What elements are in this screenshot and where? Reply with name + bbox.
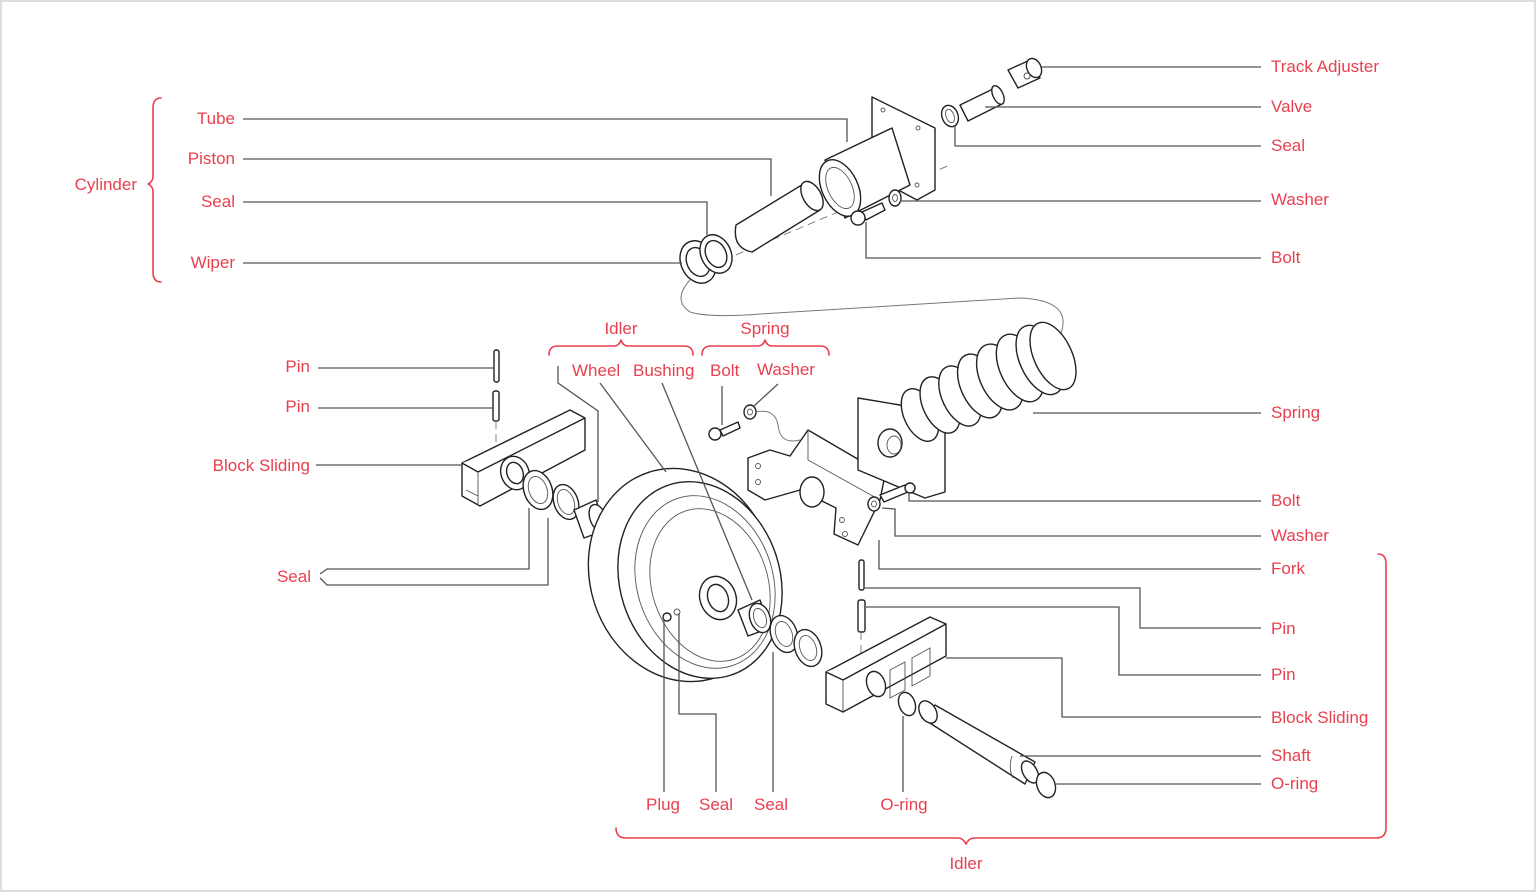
label-pin-left-1[interactable]: Pin — [285, 357, 310, 376]
leader-seal-right — [954, 126, 1261, 147]
group-brackets — [147, 97, 1387, 845]
seal-bottom-1-part — [769, 614, 799, 654]
label-washer-mid[interactable]: Washer — [757, 360, 815, 379]
leader-wheel — [599, 382, 667, 473]
label-seal-bottom-2[interactable]: Seal — [754, 795, 788, 814]
label-group-idler-top[interactable]: Idler — [604, 319, 637, 338]
block-sliding-left-part — [461, 409, 586, 507]
label-cylinder[interactable]: Cylinder — [75, 175, 138, 194]
label-wheel[interactable]: Wheel — [572, 361, 620, 380]
pin-left-1-part — [493, 349, 500, 383]
bracket-cylinder — [147, 97, 162, 283]
leader-piston — [243, 158, 772, 196]
piston-part — [734, 180, 824, 253]
label-pin-left-2[interactable]: Pin — [285, 397, 310, 416]
spring-part — [857, 321, 1077, 499]
label-fork[interactable]: Fork — [1271, 559, 1306, 578]
label-washer-lower-right[interactable]: Washer — [1271, 526, 1329, 545]
label-block-sliding-left[interactable]: Block Sliding — [213, 456, 310, 475]
leader-bolt-lower-right — [908, 493, 1261, 502]
leader-bolt-right — [865, 222, 1261, 259]
label-group-spring-top[interactable]: Spring — [740, 319, 789, 338]
label-spring[interactable]: Spring — [1271, 403, 1320, 422]
label-group-idler-bottom[interactable]: Idler — [949, 854, 982, 873]
oring-right-part — [1035, 771, 1057, 799]
seal-right-part — [940, 104, 960, 128]
label-shaft[interactable]: Shaft — [1271, 746, 1311, 765]
washer-right-part — [888, 189, 902, 207]
label-pin-right-1[interactable]: Pin — [1271, 619, 1296, 638]
leader-fork — [878, 540, 1261, 570]
label-pin-right-2[interactable]: Pin — [1271, 665, 1296, 684]
leader-pin-right-1 — [864, 587, 1261, 629]
tube-part — [818, 96, 936, 219]
shaft-part — [918, 700, 1040, 785]
label-plug[interactable]: Plug — [646, 795, 680, 814]
bolt-lower-right-part — [879, 482, 916, 503]
leader-seal-bottom-1 — [678, 613, 717, 792]
leader-pin-right-2 — [866, 606, 1261, 676]
label-oring-bottom[interactable]: O-ring — [880, 795, 927, 814]
leader-seal-left-a — [319, 508, 530, 575]
fork-part — [747, 429, 886, 546]
leader-lines — [243, 66, 1261, 792]
bolt-mid-part — [708, 421, 741, 441]
seal-bottom-2-part — [793, 628, 823, 668]
bushing-right-part — [737, 599, 772, 637]
pin-right-1-part — [858, 559, 865, 591]
leader-seal-left-b — [319, 518, 549, 586]
seal-left-2-part — [552, 483, 580, 521]
label-piston[interactable]: Piston — [188, 149, 235, 168]
washer-lower-right-part — [867, 496, 881, 512]
label-bolt-lower-right[interactable]: Bolt — [1271, 491, 1301, 510]
leader-washer-mid — [753, 383, 779, 407]
leader-seal-cylinder — [243, 201, 708, 236]
label-seal-left[interactable]: Seal — [277, 567, 311, 586]
leader-washer-lower-right — [881, 507, 1261, 537]
idler-wheel-part — [587, 467, 783, 683]
leader-bushing — [661, 382, 753, 601]
label-wiper[interactable]: Wiper — [191, 253, 236, 272]
label-valve[interactable]: Valve — [1271, 97, 1312, 116]
spring-coils — [900, 321, 1077, 442]
washer-connector — [755, 410, 801, 442]
label-block-sliding-right[interactable]: Block Sliding — [1271, 708, 1368, 727]
bracket-idler-top — [548, 339, 694, 356]
seal-left-1-part — [522, 469, 554, 511]
bracket-spring-top — [701, 339, 830, 356]
label-seal-right[interactable]: Seal — [1271, 136, 1305, 155]
label-washer-right[interactable]: Washer — [1271, 190, 1329, 209]
label-bolt-right[interactable]: Bolt — [1271, 248, 1301, 267]
leader-block-sliding-right — [946, 657, 1261, 718]
pin-right-2-part — [857, 599, 866, 660]
block-sliding-right-part — [825, 616, 947, 713]
parts-layer — [461, 57, 1077, 799]
label-seal-cylinder[interactable]: Seal — [201, 192, 235, 211]
part-labels: Cylinder Tube Piston Seal Wiper Track Ad… — [75, 57, 1380, 873]
valve-part — [959, 84, 1005, 122]
oring-bottom-part — [897, 691, 917, 717]
pin-left-2-part — [492, 390, 500, 445]
label-seal-bottom-1[interactable]: Seal — [699, 795, 733, 814]
label-tube[interactable]: Tube — [197, 109, 235, 128]
bracket-idler-bottom — [615, 553, 1387, 845]
label-bolt-mid[interactable]: Bolt — [710, 361, 740, 380]
bolt-right-part — [850, 202, 886, 226]
track-adjuster-part — [1007, 57, 1043, 89]
label-track-adjuster[interactable]: Track Adjuster — [1271, 57, 1379, 76]
label-oring-right[interactable]: O-ring — [1271, 774, 1318, 793]
leader-tube — [243, 118, 848, 142]
leader-wheel-top — [557, 366, 599, 502]
label-bushing[interactable]: Bushing — [633, 361, 694, 380]
washer-mid-part — [743, 404, 757, 420]
